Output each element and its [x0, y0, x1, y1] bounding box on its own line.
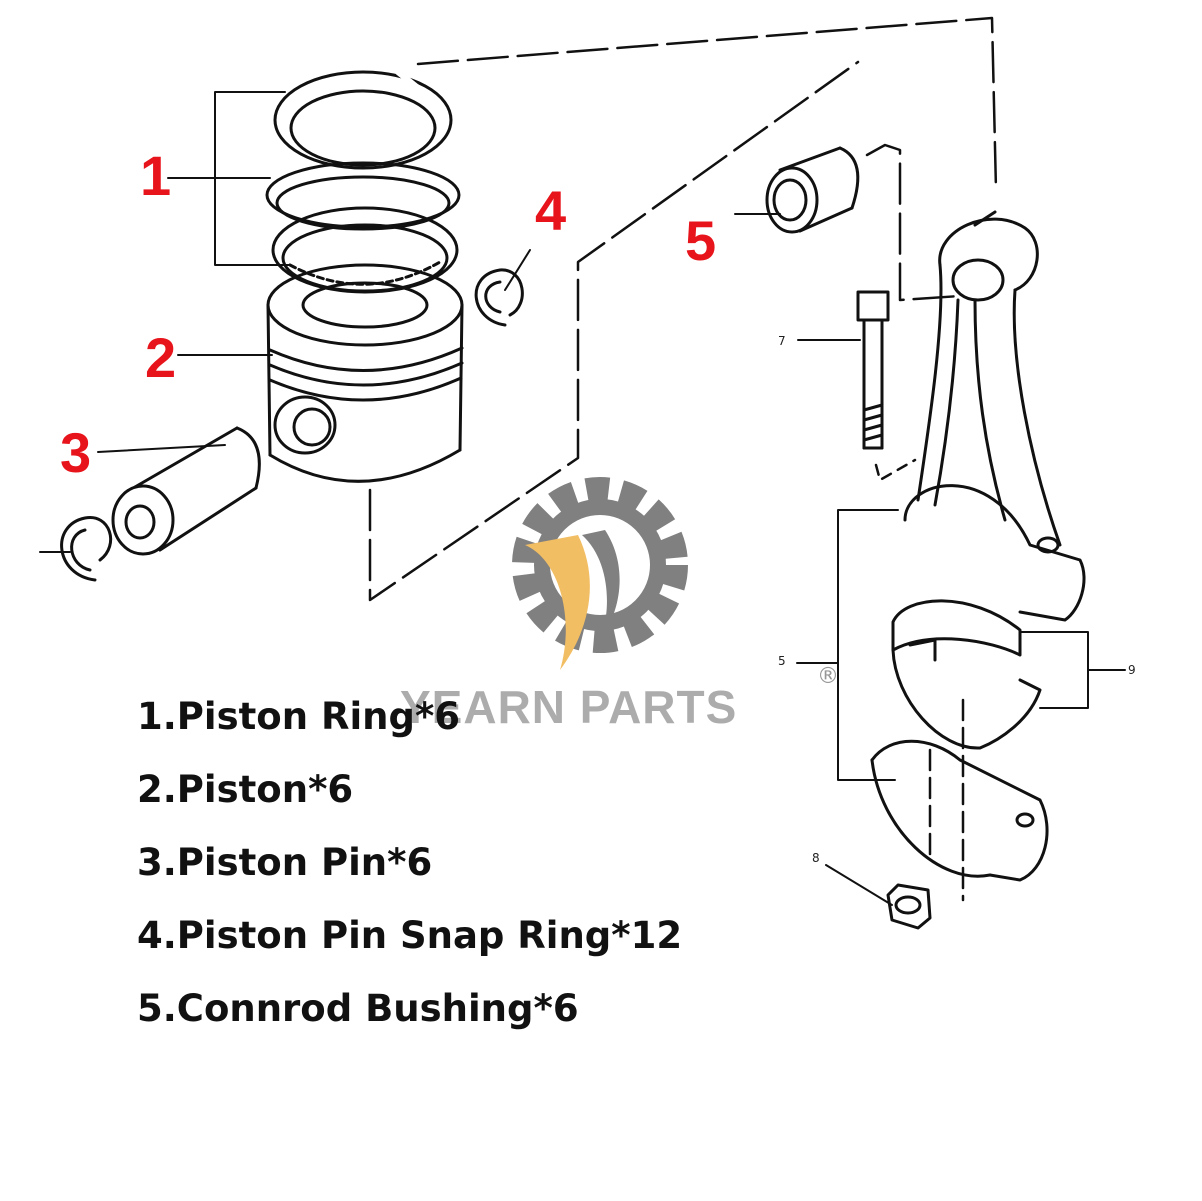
legend-item: 2.Piston*6	[137, 768, 354, 811]
connrod-bushing	[765, 146, 860, 234]
callout-5: 5	[685, 209, 717, 272]
legend-item: 5.Connrod Bushing*6	[137, 987, 579, 1030]
connrod-nut	[886, 883, 932, 930]
connrod-bolt	[856, 290, 890, 450]
piston-pin	[111, 426, 261, 556]
ref-8: 8	[812, 851, 820, 865]
connecting-rod	[903, 210, 1086, 622]
bearing-shells	[870, 599, 1049, 882]
legend-item: 1.Piston Ring*6	[137, 695, 461, 738]
callout-3: 3	[60, 421, 92, 484]
watermark-registered: ®	[817, 664, 839, 689]
ref-5: 5	[778, 654, 786, 668]
watermark-text: YEARN PARTS	[400, 681, 738, 733]
callout-4: 4	[535, 179, 567, 242]
leader-lines	[39, 91, 1126, 906]
piston-rings	[265, 69, 461, 294]
callout-2: 2	[145, 326, 177, 389]
assembly-guide-lines	[368, 16, 998, 902]
legend-item: 3.Piston Pin*6	[137, 841, 433, 884]
ref-9: 9	[1128, 663, 1136, 677]
watermark-logo	[512, 477, 688, 670]
snap-rings	[60, 268, 524, 582]
callout-1: 1	[140, 144, 172, 207]
ref-7: 7	[778, 334, 786, 348]
legend-item: 4.Piston Pin Snap Ring*12	[137, 914, 683, 957]
piston	[266, 263, 464, 483]
parts-legend: 1.Piston Ring*6 2.Piston*6 3.Piston Pin*…	[137, 692, 682, 1057]
